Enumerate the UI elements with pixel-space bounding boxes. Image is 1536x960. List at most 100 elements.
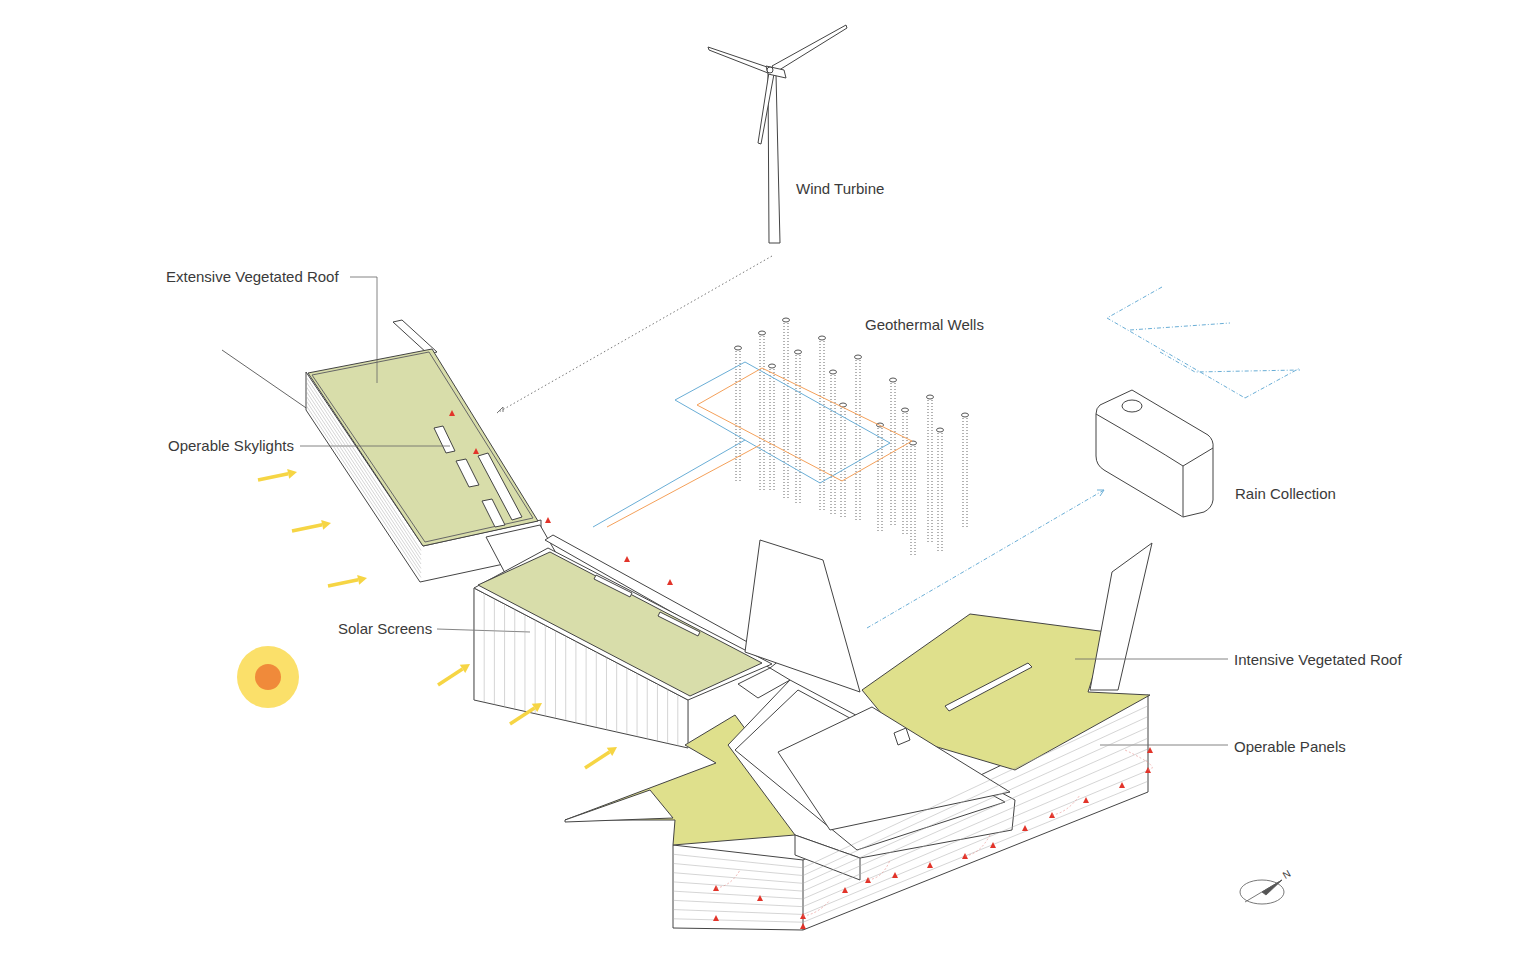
part-label: Geothermal Wells: [865, 316, 984, 333]
well-cap: [937, 428, 944, 432]
water-line: [1107, 287, 1245, 398]
leader-lines: [300, 277, 1228, 745]
geo-pipe: [675, 362, 890, 483]
turbine-blade: [758, 72, 774, 144]
geothermal-well: [910, 441, 917, 556]
air-flow-path: [803, 900, 830, 916]
leader-line: [437, 629, 530, 632]
water-line: [1130, 323, 1230, 330]
well-cap: [735, 346, 742, 350]
wind-turbine: [708, 25, 847, 243]
operable-panel-line: [803, 781, 1148, 922]
skylight: [594, 575, 632, 597]
screen-slat: [688, 700, 689, 748]
air-flow-path: [868, 860, 890, 880]
turbine-blade: [772, 25, 847, 72]
roof-parapet: [312, 352, 533, 542]
air-flow-arrow: [1119, 782, 1125, 788]
compass-needle: [1245, 880, 1282, 902]
air-flow-arrow: [757, 895, 763, 901]
sun-core: [255, 664, 281, 690]
well-cap: [795, 350, 802, 354]
well-shaft: [882, 425, 883, 532]
air-flow-arrow: [449, 410, 455, 416]
air-flow-arrow: [473, 448, 479, 454]
fin-tower: [1090, 543, 1152, 690]
well-shaft: [932, 397, 933, 542]
tank-cap: [1122, 400, 1142, 412]
geothermal-well: [937, 428, 944, 552]
geothermal-well: [962, 413, 969, 528]
air-flow-path: [965, 835, 990, 856]
turbine-hub: [767, 67, 773, 73]
geo-pipe: [697, 368, 912, 481]
water-line: [867, 490, 1104, 628]
roof-gable: [778, 707, 1010, 830]
well-shaft: [774, 366, 775, 492]
water-line: [1160, 352, 1300, 372]
geothermal-well: [819, 336, 826, 512]
well-shaft: [856, 357, 857, 522]
geothermal-well: [830, 370, 837, 515]
leader-line: [300, 446, 450, 447]
compass-needle: [1262, 880, 1282, 895]
well-shaft: [820, 338, 821, 512]
well-shaft: [784, 320, 785, 500]
solar-arrow-shaft: [328, 580, 358, 586]
air-flow-arrow: [667, 579, 673, 585]
well-shaft: [788, 320, 789, 500]
part-label: Intensive Vegetated Roof: [1234, 651, 1402, 668]
well-shaft: [903, 410, 904, 536]
rain-tank: [1096, 390, 1213, 517]
wall-panel-line: [306, 391, 421, 564]
wall-panel-line: [306, 386, 421, 559]
part-label: Rain Collection: [1235, 485, 1336, 502]
tank-edge: [1096, 414, 1183, 517]
air-flow-arrow: [1083, 797, 1089, 803]
compass-ring: [1240, 880, 1284, 904]
well-shaft: [835, 372, 836, 515]
tank-edge: [1183, 448, 1213, 466]
operable-panel-line: [673, 882, 803, 891]
well-shaft: [740, 348, 741, 482]
part-label: Operable Panels: [1234, 738, 1346, 755]
leader-line: [1075, 659, 1228, 660]
air-flow-arrow: [713, 915, 719, 921]
turbine-nacelle: [766, 66, 786, 78]
well-cap: [783, 318, 790, 322]
operable-panel-line: [803, 749, 1148, 899]
north-arrow: [1240, 880, 1284, 904]
sun-halo: [237, 646, 299, 708]
screen-slat: [524, 615, 525, 712]
fin-tower: [745, 540, 860, 692]
well-shaft: [764, 333, 765, 490]
leader-line: [1100, 745, 1228, 746]
part-label: Operable Skylights: [168, 437, 294, 454]
part-label: Solar Screens: [338, 620, 432, 637]
wall-panel-line: [306, 405, 421, 577]
air-flow-arrow: [624, 556, 630, 562]
operable-panel-line: [673, 863, 803, 875]
operable-panel-line: [803, 770, 1148, 914]
air-flow-arrow: [842, 887, 848, 893]
well-shaft: [963, 415, 964, 528]
solar-arrow-shaft: [510, 708, 534, 724]
skylight: [482, 499, 505, 527]
turbine-blade: [708, 47, 770, 73]
screen-slat: [565, 636, 566, 721]
well-shaft: [878, 425, 879, 532]
water-line: [1245, 368, 1300, 398]
extensive-roof: [308, 349, 538, 546]
well-shaft: [895, 380, 896, 526]
well-cap: [855, 355, 862, 359]
flow-arrowhead: [1097, 490, 1104, 496]
air-flow-arrow: [800, 923, 806, 929]
operable-panel-line: [673, 910, 803, 915]
geothermal-well: [769, 364, 776, 492]
wall-panel-line: [306, 382, 421, 556]
screen-slat: [474, 588, 475, 700]
wall-panel-line: [306, 377, 421, 551]
solar-arrow-shaft: [438, 669, 462, 685]
